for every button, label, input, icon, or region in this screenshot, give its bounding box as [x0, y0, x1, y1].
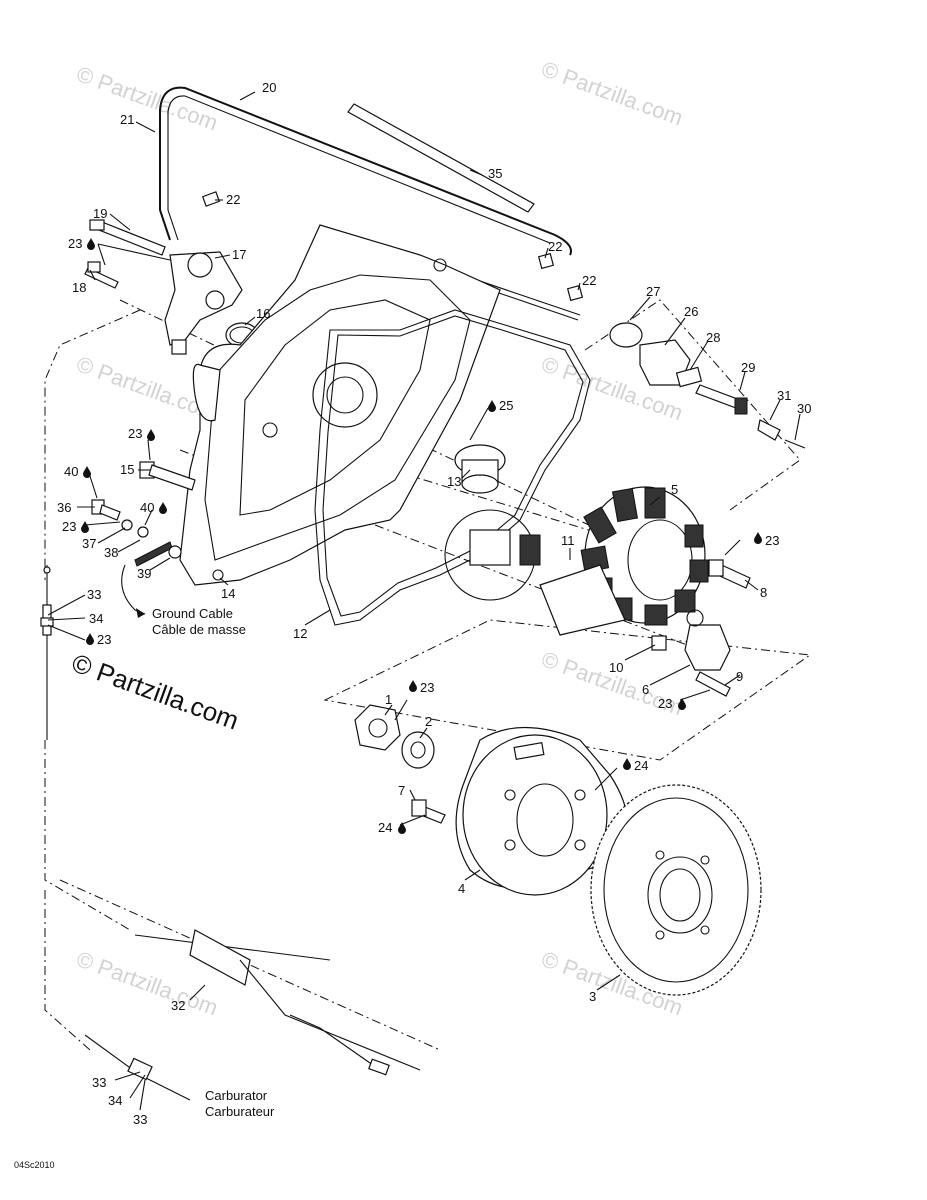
callout: 27	[646, 284, 660, 299]
callout: 33	[133, 1112, 147, 1127]
vent-hose-loop	[159, 86, 572, 256]
trigger-coil-6	[684, 609, 731, 671]
callout: 20	[262, 80, 276, 95]
callout: 23	[765, 533, 779, 548]
callout: 36	[57, 500, 71, 515]
callout: 25	[499, 398, 513, 413]
carburator-label: Carburator	[205, 1088, 268, 1103]
callout: 35	[488, 166, 502, 181]
sealant-drop-icon	[81, 521, 89, 533]
grommet-13	[454, 444, 506, 494]
washer-2-hole	[410, 741, 426, 759]
callout: 18	[72, 280, 86, 295]
callout: 16	[256, 306, 270, 321]
sealant-drop-icon	[754, 532, 762, 544]
callout: 29	[741, 360, 755, 375]
callout: 9	[736, 669, 743, 684]
callout: 15	[120, 462, 134, 477]
ground-cable-label-fr: Câble de masse	[152, 622, 246, 637]
callout: 21	[120, 112, 134, 127]
callout: 23	[128, 426, 142, 441]
callout: 33	[87, 587, 101, 602]
callout: 17	[232, 247, 246, 262]
callout: 37	[82, 536, 96, 551]
flywheel-4	[455, 727, 629, 896]
assembly-line	[44, 890, 91, 1051]
callout: 22	[582, 273, 596, 288]
callout: 2	[425, 714, 432, 729]
callout: 11	[561, 533, 575, 548]
nut-1	[354, 704, 401, 751]
sealant-drop-icon	[159, 502, 167, 514]
sealant-drop-icon	[83, 466, 91, 478]
callout: 26	[684, 304, 698, 319]
callout: 6	[642, 682, 649, 697]
sealant-drop-icon	[87, 238, 95, 250]
sealant-drop-icon	[86, 633, 94, 645]
stator-5	[539, 486, 709, 636]
sealant-drop-icon	[398, 822, 406, 834]
callout: 32	[171, 998, 185, 1013]
bolts	[91, 461, 751, 824]
arrow-head	[136, 608, 145, 618]
callout: 33	[92, 1075, 106, 1090]
assembly-line	[44, 740, 131, 931]
callout: 23	[658, 696, 672, 711]
callout: 23	[62, 519, 76, 534]
callout: 22	[226, 192, 240, 207]
callout: 38	[104, 545, 118, 560]
callout: 12	[293, 626, 307, 641]
sensor-assembly	[609, 322, 806, 449]
sealant-drop-icon	[409, 680, 417, 692]
callouts: 20 21 22 22 22 35 19 23 17 18 16 27 26 2…	[57, 80, 811, 1127]
callout: 40	[64, 464, 78, 479]
ground-cable-label: Ground Cable	[152, 606, 233, 621]
callout: 3	[589, 989, 596, 1004]
sealant-drop-icon	[623, 758, 631, 770]
ring-gear-3	[590, 784, 762, 996]
assembly-line	[59, 879, 441, 1051]
callout: 7	[398, 783, 405, 798]
watermark-text: © Partzilla.com	[538, 56, 686, 130]
magneto-housing	[179, 224, 501, 586]
watermark-text: © Partzilla.com	[73, 61, 221, 135]
oil-pump-assembly	[84, 219, 243, 355]
drawing-code: 04Sc2010	[14, 1160, 55, 1170]
assembly-line	[119, 299, 621, 541]
leader-lines	[47, 91, 801, 1111]
callout: 24	[634, 758, 648, 773]
callout: 4	[458, 881, 465, 896]
callout: 10	[609, 660, 623, 675]
callout: 1	[385, 692, 392, 707]
callout: 23	[68, 236, 82, 251]
callout: 24	[378, 820, 392, 835]
callout: 34	[108, 1093, 122, 1108]
washer-2	[401, 731, 435, 769]
callout: 19	[93, 206, 107, 221]
watermark-main: © Partzilla.com	[68, 647, 243, 735]
callout: 13	[447, 474, 461, 489]
callout: 34	[89, 611, 103, 626]
callout: 8	[760, 585, 767, 600]
callout: 40	[140, 500, 154, 515]
carburator-label-fr: Carburateur	[205, 1104, 275, 1119]
assembly-line	[44, 309, 141, 580]
callout: 31	[777, 388, 791, 403]
callout: 39	[137, 566, 151, 581]
sealant-drop-icon	[147, 429, 155, 441]
connector-detail	[469, 529, 541, 566]
callout: 14	[221, 586, 235, 601]
ground-cable-arrow	[121, 564, 146, 615]
sealant-drop-icon	[488, 400, 496, 412]
callout: 30	[797, 401, 811, 416]
callout: 22	[548, 239, 562, 254]
callout: 23	[420, 680, 434, 695]
callout: 23	[97, 632, 111, 647]
callout: 28	[706, 330, 720, 345]
callout: 5	[671, 482, 678, 497]
